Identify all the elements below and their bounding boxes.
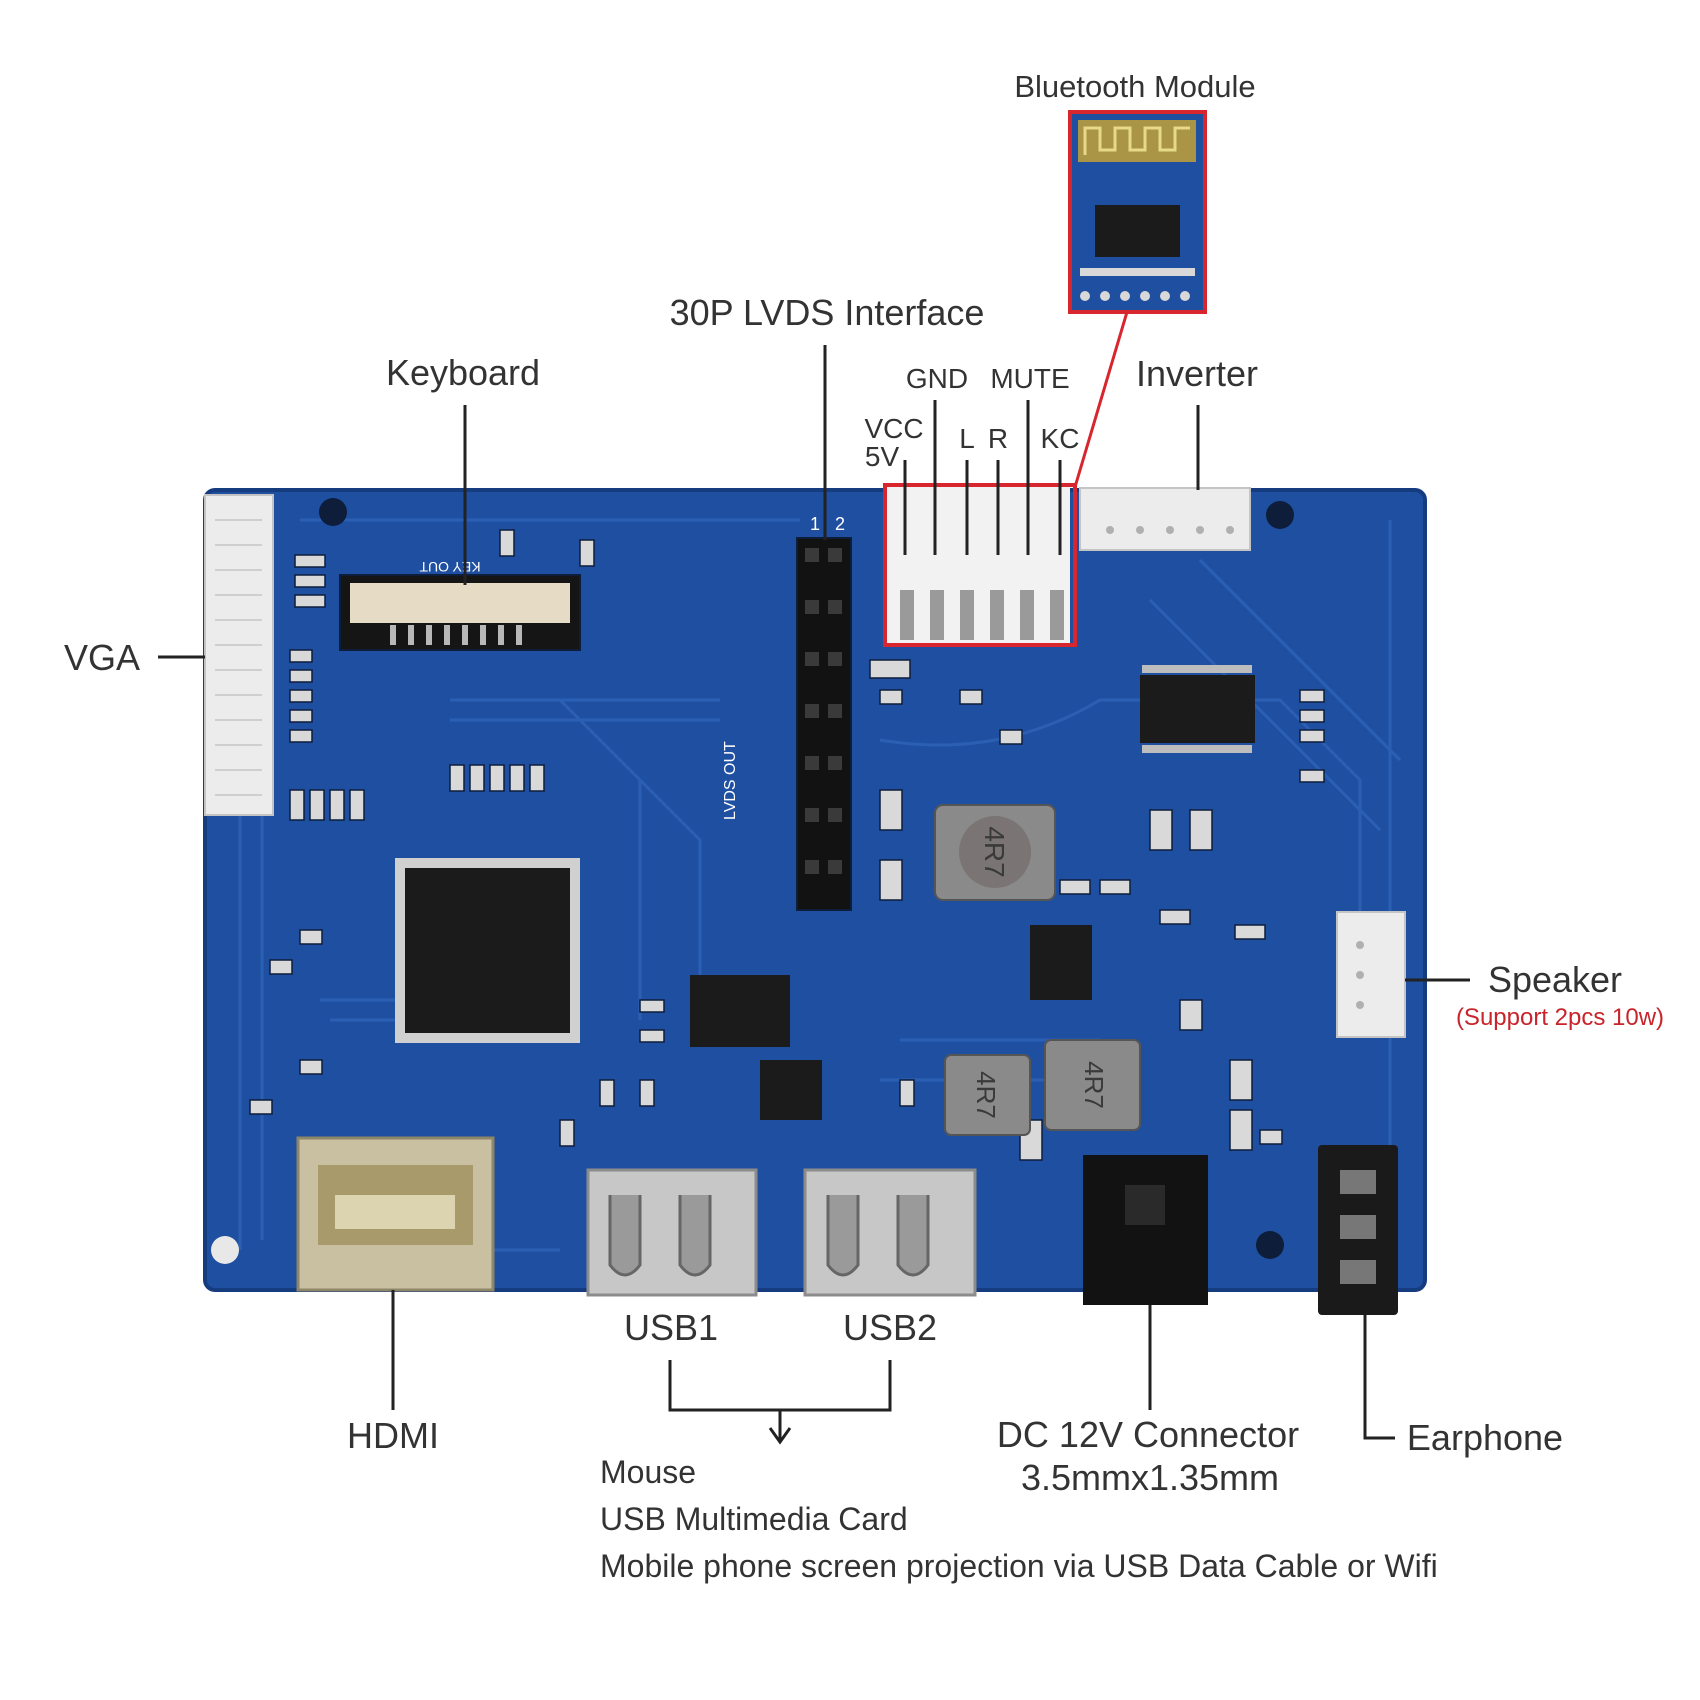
label-speaker-note: (Support 2pcs 10w) bbox=[1456, 1004, 1664, 1031]
inverter-connector bbox=[1079, 487, 1251, 551]
audio-jack-icon bbox=[1318, 1145, 1398, 1315]
label-lvds-interface: 30P LVDS Interface bbox=[670, 292, 985, 333]
hdmi-port-icon bbox=[296, 1136, 495, 1292]
inductor-1: 4R7 bbox=[934, 804, 1056, 901]
label-hdmi: HDMI bbox=[347, 1415, 439, 1456]
audio-amp-chip bbox=[1140, 665, 1255, 753]
label-dc-size: 3.5mmx1.35mm bbox=[1021, 1457, 1279, 1498]
label-mute: MUTE bbox=[990, 363, 1069, 394]
label-dc-connector: DC 12V Connector bbox=[997, 1414, 1299, 1455]
label-speaker: Speaker bbox=[1488, 959, 1622, 1000]
bluetooth-antenna-icon bbox=[1083, 126, 1190, 155]
memory-chip bbox=[690, 975, 790, 1047]
bluetooth-module bbox=[1068, 110, 1207, 314]
main-processor-chip bbox=[395, 858, 580, 1043]
label-kc: KC bbox=[1041, 423, 1080, 454]
key-out-print: KEY OUT bbox=[419, 559, 481, 575]
speaker-connector bbox=[1336, 911, 1406, 1038]
label-usb-use-mouse: Mouse bbox=[600, 1454, 696, 1490]
label-usb2: USB2 bbox=[843, 1307, 937, 1348]
bluetooth-leader-line bbox=[1073, 311, 1129, 488]
label-l: L bbox=[959, 423, 975, 454]
label-bluetooth-module: Bluetooth Module bbox=[1014, 69, 1255, 104]
lvds-header: 1 2 LVDS OUT bbox=[722, 514, 852, 911]
inductor-3: 4R7 bbox=[1044, 1039, 1141, 1131]
lvds-out-print: LVDS OUT bbox=[722, 741, 739, 820]
leader-lines bbox=[158, 345, 1470, 1445]
label-vga: VGA bbox=[64, 637, 140, 678]
audio-header bbox=[883, 483, 1077, 647]
usb1-port-icon bbox=[586, 1168, 758, 1297]
lvds-pin1-print: 1 bbox=[810, 514, 820, 534]
power-ic bbox=[1030, 925, 1092, 1000]
inductor-2-print: 4R7 bbox=[971, 1071, 1001, 1119]
dc-jack-icon bbox=[1083, 1155, 1208, 1305]
inductor-3-print: 4R7 bbox=[1079, 1061, 1109, 1109]
label-gnd: GND bbox=[906, 363, 968, 394]
label-inverter: Inverter bbox=[1136, 353, 1258, 394]
keyboard-connector: KEY OUT bbox=[339, 559, 581, 651]
label-r: R bbox=[988, 423, 1008, 454]
label-earphone: Earphone bbox=[1407, 1417, 1563, 1458]
label-usb-use-multimedia: USB Multimedia Card bbox=[600, 1501, 908, 1537]
regulator-chip bbox=[760, 1060, 822, 1120]
label-usb1: USB1 bbox=[624, 1307, 718, 1348]
lvds-pin2-print: 2 bbox=[835, 514, 845, 534]
smd-components bbox=[249, 529, 1325, 1161]
inductor-1-print: 4R7 bbox=[979, 826, 1010, 877]
label-5v: 5V bbox=[865, 441, 900, 472]
label-usb-use-projection: Mobile phone screen projection via USB D… bbox=[600, 1548, 1438, 1584]
vga-connector bbox=[204, 494, 274, 816]
label-vcc: VCC bbox=[864, 413, 923, 444]
label-keyboard: Keyboard bbox=[386, 352, 540, 393]
inductor-2: 4R7 bbox=[944, 1054, 1031, 1136]
usb2-port-icon bbox=[803, 1168, 977, 1297]
